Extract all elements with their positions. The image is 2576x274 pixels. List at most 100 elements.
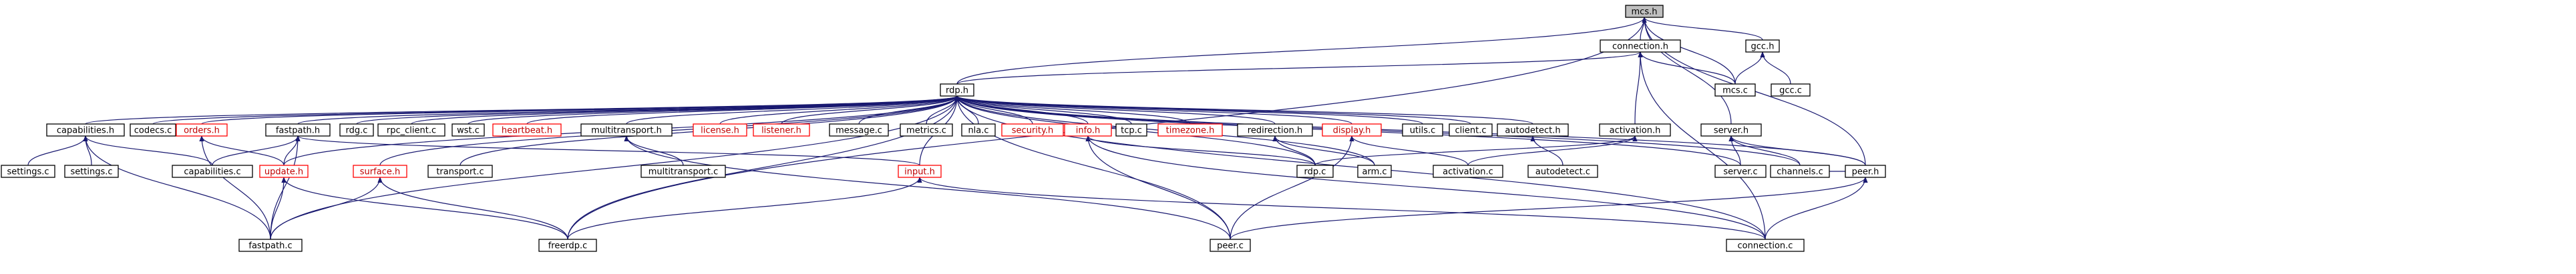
node-box	[1600, 39, 1681, 53]
node-box	[1296, 165, 1334, 178]
node-connection-h[interactable]: connection.h	[1600, 39, 1681, 53]
node-listener-h[interactable]: listener.h	[753, 123, 810, 137]
node-multitransport-c[interactable]: multitransport.c	[640, 165, 726, 178]
node-server-c[interactable]: server.c	[1714, 165, 1767, 178]
node-fastpath-h[interactable]: fastpath.h	[265, 123, 331, 137]
node-info-h[interactable]: info.h	[1064, 123, 1112, 137]
node-label: channels.c	[1777, 167, 1823, 177]
edge-heartbeat_h-to-rdp_h	[526, 95, 960, 125]
node-rdp-h[interactable]: rdp.h	[940, 83, 974, 97]
node-box	[1357, 165, 1392, 178]
node-label: autodetect.c	[1535, 167, 1590, 177]
node-label: mcs.h	[1632, 7, 1658, 17]
node-license-h[interactable]: license.h	[693, 123, 747, 137]
node-autodetect-c[interactable]: autodetect.c	[1527, 165, 1598, 178]
node-activation-h[interactable]: activation.h	[1599, 123, 1671, 137]
node-input-h[interactable]: input.h	[898, 165, 942, 178]
node-freerdp-c[interactable]: freerdp.c	[538, 239, 597, 252]
node-label: utils.c	[1410, 126, 1436, 136]
node-label: connection.h	[1612, 42, 1668, 52]
node-server-h[interactable]: server.h	[1700, 123, 1762, 137]
edge-message_c-to-rdp_h	[858, 95, 960, 125]
edge-capabilities_c-to-capabilities_h	[83, 135, 213, 166]
node-nla-c[interactable]: nla.c	[961, 123, 996, 137]
node-multitransport-h[interactable]: multitransport.h	[580, 123, 673, 137]
node-label: input.h	[904, 167, 935, 177]
node-label: arm.c	[1362, 167, 1387, 177]
node-display-h[interactable]: display.h	[1322, 123, 1382, 137]
node-box	[353, 165, 407, 178]
node-settings-c-2[interactable]: settings.c	[64, 165, 119, 178]
node-settings-c-1[interactable]: settings.c	[1, 165, 55, 178]
edge-rpc_client_c-to-rdp_h	[411, 95, 960, 125]
node-mcs-c[interactable]: mcs.c	[1714, 83, 1756, 97]
node-box	[377, 123, 445, 137]
edge-server_h-to-mcs_h	[1642, 17, 1732, 125]
node-arm-c[interactable]: arm.c	[1357, 165, 1392, 178]
node-timezone-h[interactable]: timezone.h	[1157, 123, 1223, 137]
node-label: rdp.c	[1304, 167, 1326, 177]
node-capabilities-c[interactable]: capabilities.c	[172, 165, 253, 178]
node-peer-h[interactable]: peer.h	[1845, 165, 1886, 178]
node-redirection-h[interactable]: redirection.h	[1237, 123, 1313, 137]
node-label: peer.c	[1217, 241, 1244, 251]
edge-freerdp_c-to-rdp_h	[567, 95, 960, 240]
node-heartbeat-h[interactable]: heartbeat.h	[492, 123, 562, 137]
edge-peer_c-to-display_h	[1230, 135, 1354, 240]
node-orders-h[interactable]: orders.h	[176, 123, 228, 137]
node-update-h[interactable]: update.h	[259, 165, 309, 178]
node-box	[580, 123, 673, 137]
node-label: fastpath.c	[248, 241, 292, 251]
node-connection-c[interactable]: connection.c	[1726, 239, 1805, 252]
node-label: surface.h	[360, 167, 400, 177]
node-capabilities-h[interactable]: capabilities.h	[46, 123, 125, 137]
node-box	[1745, 39, 1780, 53]
node-gcc-h[interactable]: gcc.h	[1745, 39, 1780, 53]
edge-fastpath_c-to-update_h	[270, 177, 287, 240]
node-fastpath-c[interactable]: fastpath.c	[238, 239, 303, 252]
node-box	[1714, 83, 1756, 97]
node-activation-c[interactable]: activation.c	[1433, 165, 1503, 178]
node-box	[1322, 123, 1382, 137]
node-gcc-c[interactable]: gcc.c	[1771, 83, 1811, 97]
node-wst-c[interactable]: wst.c	[451, 123, 485, 137]
node-box	[961, 123, 996, 137]
node-codecs-c[interactable]: codecs.c	[130, 123, 176, 137]
node-label: autodetect.h	[1505, 126, 1560, 136]
node-rdp-c[interactable]: rdp.c	[1296, 165, 1334, 178]
node-channels-c[interactable]: channels.c	[1770, 165, 1830, 178]
node-label: info.h	[1076, 126, 1101, 136]
edge-connection_c-to-peer_h	[1765, 177, 1868, 240]
node-message-c[interactable]: message.c	[829, 123, 889, 137]
node-utils-c[interactable]: utils.c	[1402, 123, 1443, 137]
node-label: update.h	[264, 167, 303, 177]
node-label: orders.h	[184, 126, 220, 136]
node-autodetect-h[interactable]: autodetect.h	[1497, 123, 1569, 137]
node-rpc-client-c[interactable]: rpc_client.c	[377, 123, 445, 137]
node-mcs-h: mcs.h	[1625, 5, 1664, 18]
node-box	[130, 123, 176, 137]
node-label: activation.h	[1610, 126, 1661, 136]
edge-connection_c-to-connection_h	[1638, 51, 1766, 240]
node-transport-c[interactable]: transport.c	[427, 165, 493, 178]
node-metrics-c[interactable]: metrics.c	[900, 123, 953, 137]
node-client-c[interactable]: client.c	[1449, 123, 1493, 137]
node-rdg-c[interactable]: rdg.c	[339, 123, 374, 137]
edge-multitransport_h-to-rdp_h	[626, 95, 960, 125]
node-label: capabilities.c	[184, 167, 240, 177]
node-label: rdp.h	[946, 86, 968, 96]
node-tcp-c[interactable]: tcp.c	[1115, 123, 1147, 137]
node-surface-h[interactable]: surface.h	[353, 165, 407, 178]
node-label: rpc_client.c	[387, 126, 436, 136]
node-label: server.h	[1714, 126, 1749, 136]
edge-freerdp_c-to-surface_h	[377, 177, 568, 240]
edge-input_h-to-fastpath_h	[295, 135, 920, 166]
node-box	[46, 123, 125, 137]
node-box	[753, 123, 810, 137]
node-peer-c[interactable]: peer.c	[1210, 239, 1251, 252]
node-security-h[interactable]: security.h	[1001, 123, 1064, 137]
node-label: wst.c	[457, 126, 480, 136]
edge-redirection_h-to-rdp_h	[954, 95, 1276, 125]
node-label: rdg.c	[346, 126, 368, 136]
